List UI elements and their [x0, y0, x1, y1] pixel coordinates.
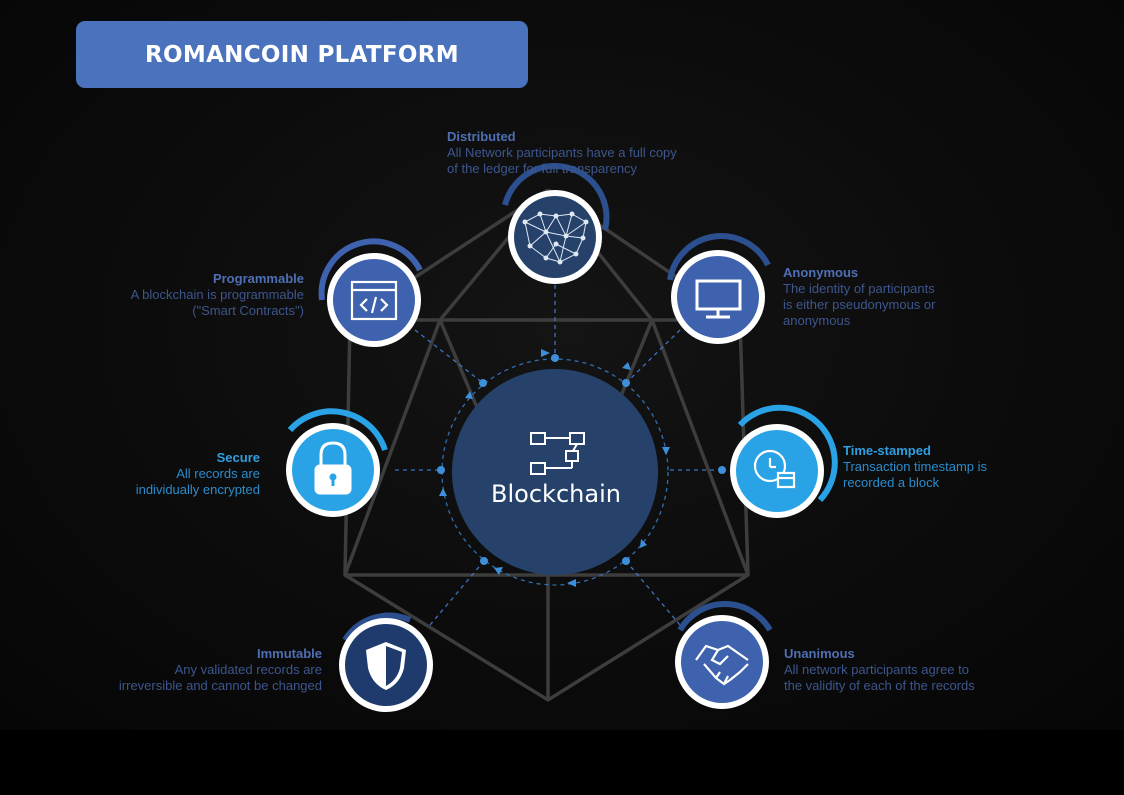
feature-title: Anonymous	[783, 265, 859, 280]
feature-desc-line: of the ledger for full transparency	[447, 161, 638, 176]
diagram-canvas: ROMANCOIN PLATFORM Blockchain Distribute…	[0, 0, 1124, 730]
feature-anonymous: Anonymous The identity of participants i…	[783, 265, 935, 329]
distributed-node[interactable]	[502, 162, 610, 284]
anonymous-node[interactable]	[667, 233, 771, 344]
feature-desc-line: Transaction timestamp is	[843, 459, 988, 474]
feature-distributed: Distributed All Network participants hav…	[447, 129, 677, 177]
feature-title: Time-stamped	[843, 443, 931, 458]
programmable-node[interactable]	[318, 238, 423, 347]
center-circle	[452, 369, 658, 575]
feature-desc-line: A blockchain is programmable	[130, 287, 304, 302]
shield-icon	[366, 642, 406, 690]
feature-desc-line: individually encrypted	[135, 482, 260, 497]
unanimous-node[interactable]	[675, 601, 773, 709]
feature-desc-line: irreversible and cannot be changed	[118, 678, 322, 693]
feature-desc-line: All Network participants have a full cop…	[447, 145, 677, 160]
feature-programmable: Programmable A blockchain is programmabl…	[131, 271, 304, 319]
feature-title: Immutable	[256, 646, 322, 661]
feature-desc-line: recorded a block	[843, 475, 940, 490]
center-label: Blockchain	[491, 480, 621, 508]
feature-desc-line: The identity of participants	[783, 281, 935, 296]
feature-secure: Secure All records are individually encr…	[136, 450, 260, 498]
code-window-icon	[350, 280, 398, 321]
feature-title: Distributed	[447, 129, 516, 144]
feature-time-stamped: Time-stamped Transaction timestamp is re…	[843, 443, 987, 491]
orbit-arrows	[439, 349, 670, 587]
immutable-node[interactable]	[339, 612, 433, 712]
page-title: ROMANCOIN PLATFORM	[76, 21, 528, 88]
bottom-band	[0, 730, 1124, 795]
network-map-icon	[522, 211, 589, 265]
connector-lines	[395, 285, 722, 626]
feature-desc-line: Any validated records are	[174, 662, 322, 677]
connector-dots	[437, 354, 726, 565]
feature-immutable: Immutable Any validated records are irre…	[119, 646, 322, 694]
padlock-icon	[314, 441, 352, 495]
feature-title: Programmable	[212, 271, 304, 286]
feature-desc-line: is either pseudonymous or	[783, 297, 936, 312]
blockchain-diagram	[286, 162, 838, 712]
clock-calendar-icon	[753, 449, 796, 489]
chain-blocks-icon	[530, 432, 585, 475]
handshake-icon	[695, 644, 749, 686]
feature-title: Secure	[216, 450, 260, 465]
feature-desc-line: anonymous	[783, 313, 851, 328]
time-stamped-node[interactable]	[730, 404, 838, 518]
feature-title: Unanimous	[784, 646, 855, 661]
feature-desc-line: the validity of each of the records	[784, 678, 975, 693]
feature-desc-line: All network participants agree to	[784, 662, 969, 677]
feature-unanimous: Unanimous All network participants agree…	[784, 646, 975, 694]
monitor-icon	[695, 279, 742, 319]
secure-node[interactable]	[286, 408, 388, 517]
feature-desc-line: ("Smart Contracts")	[192, 303, 304, 318]
feature-desc-line: All records are	[176, 466, 260, 481]
